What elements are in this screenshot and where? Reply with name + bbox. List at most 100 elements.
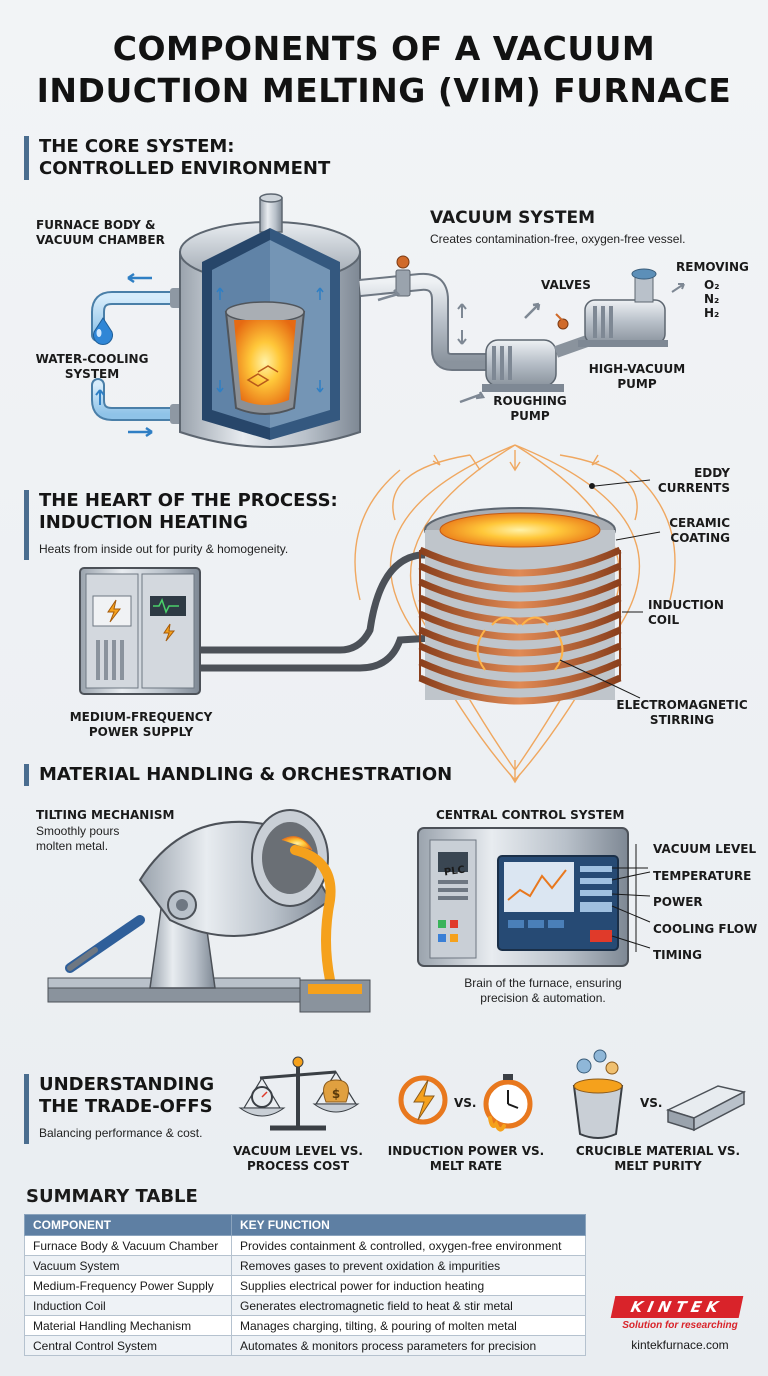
lightning-bolt-icon bbox=[107, 599, 176, 642]
heart-heading-line-1: THE HEART OF THE PROCESS: bbox=[39, 490, 338, 511]
induction-coil-label: INDUCTION COIL bbox=[648, 598, 724, 628]
table-cell: Supplies electrical power for induction … bbox=[231, 1275, 586, 1296]
roughing-pump-label-line-2: PUMP bbox=[510, 409, 550, 423]
induction-coil-label-line-2: COIL bbox=[648, 613, 680, 627]
tradeoffs-section-heading: UNDERSTANDING THE TRADE-OFFS Balancing p… bbox=[24, 1074, 214, 1144]
control-desc: Brain of the furnace, ensuring precision… bbox=[430, 976, 656, 1006]
handling-section-heading: MATERIAL HANDLING & ORCHESTRATION bbox=[24, 764, 452, 786]
title-line-1: COMPONENTS OF A VACUUM bbox=[112, 29, 656, 68]
kintek-logo: KINTEK bbox=[610, 1296, 744, 1318]
brand-tagline: Solution for researching bbox=[622, 1320, 738, 1331]
table-cell: Medium-Frequency Power Supply bbox=[24, 1275, 232, 1296]
summary-table-title: SUMMARY TABLE bbox=[26, 1186, 198, 1207]
table-row: Medium-Frequency Power Supply Supplies e… bbox=[24, 1275, 586, 1296]
control-desc-line-2: precision & automation. bbox=[480, 991, 606, 1005]
table-row: Furnace Body & Vacuum Chamber Provides c… bbox=[24, 1235, 586, 1256]
power-supply-cabinet bbox=[79, 567, 201, 695]
tradeoffs-desc: Balancing performance & cost. bbox=[39, 1126, 203, 1140]
power-cables bbox=[200, 551, 433, 672]
tilting-mechanism-title: TILTING MECHANISM bbox=[36, 808, 175, 822]
core-section-heading: THE CORE SYSTEM: CONTROLLED ENVIRONMENT bbox=[24, 136, 330, 180]
high-vacuum-pump-label-line-1: HIGH-VACUUM bbox=[588, 362, 686, 376]
control-item-cooling-flow: COOLING FLOW bbox=[653, 921, 758, 936]
power-supply-label-line-2: POWER SUPPLY bbox=[88, 725, 194, 739]
high-vacuum-pump-label: HIGH-VACUUM PUMP bbox=[582, 362, 692, 392]
tradeoff-1-line-1: VACUUM LEVEL VS. bbox=[233, 1144, 363, 1158]
metal-ingot-icon bbox=[665, 1085, 747, 1132]
vacuum-system-desc: Creates contamination-free, oxygen-free … bbox=[430, 232, 686, 246]
table-cell: Provides containment & controlled, oxyge… bbox=[231, 1235, 586, 1256]
gas-n2: N₂ bbox=[704, 292, 720, 306]
high-vacuum-pump-label-line-2: PUMP bbox=[617, 377, 657, 391]
vacuum-system-title: VACUUM SYSTEM bbox=[430, 208, 596, 228]
tilt-desc-line-1: Smoothly pours bbox=[36, 824, 120, 838]
roughing-pump-label: ROUGHING PUMP bbox=[480, 394, 580, 424]
roughing-pump-illustration bbox=[482, 334, 592, 392]
central-control-title: CENTRAL CONTROL SYSTEM bbox=[436, 808, 625, 822]
table-cell: Furnace Body & Vacuum Chamber bbox=[24, 1235, 232, 1256]
furnace-body-label-line-2: VACUUM CHAMBER bbox=[36, 233, 165, 247]
power-supply-label-line-1: MEDIUM-FREQUENCY bbox=[69, 710, 213, 724]
furnace-body-label-line-1: FURNACE BODY & bbox=[36, 218, 156, 232]
tradeoff-3-line-1: CRUCIBLE MATERIAL VS. bbox=[575, 1144, 741, 1158]
table-cell: Removes gases to prevent oxidation & imp… bbox=[231, 1255, 586, 1276]
tilt-desc-line-2: molten metal. bbox=[36, 839, 109, 853]
title-line-2: INDUCTION MELTING (VIM) FURNACE bbox=[36, 71, 732, 110]
table-cell: Generates electromagnetic field to heat … bbox=[231, 1295, 586, 1316]
control-item-temperature: TEMPERATURE bbox=[653, 868, 752, 883]
balance-scale-icon: $ bbox=[238, 1056, 360, 1131]
table-cell: Central Control System bbox=[24, 1335, 232, 1356]
induction-section-heading: THE HEART OF THE PROCESS: INDUCTION HEAT… bbox=[24, 490, 338, 560]
table-header-component: COMPONENT bbox=[24, 1214, 232, 1236]
control-parameter-list: VACUUM LEVEL TEMPERATURE POWER COOLING F… bbox=[653, 836, 757, 969]
tradeoff-item-2: INDUCTION POWER VS. MELT RATE bbox=[382, 1144, 550, 1174]
induction-desc: Heats from inside out for purity & homog… bbox=[39, 542, 289, 556]
table-cell: Manages charging, tilting, & pouring of … bbox=[231, 1315, 586, 1336]
stopwatch-icon bbox=[483, 1074, 533, 1132]
gas-o2: O₂ bbox=[704, 278, 720, 292]
furnace-body-illustration bbox=[179, 193, 361, 448]
water-cooling-label-line-2: SYSTEM bbox=[64, 367, 120, 381]
stirring-label-line-1: ELECTROMAGNETIC bbox=[616, 698, 748, 712]
water-cooling-pipes bbox=[91, 272, 187, 438]
table-header-key-function: KEY FUNCTION bbox=[231, 1214, 586, 1236]
tradeoff-item-1: VACUUM LEVEL VS. PROCESS COST bbox=[226, 1144, 370, 1174]
control-desc-line-1: Brain of the furnace, ensuring bbox=[464, 976, 622, 990]
ceramic-coating-label: CERAMIC COATING bbox=[664, 516, 730, 546]
ceramic-coating-label-line-1: CERAMIC bbox=[669, 516, 730, 530]
tradeoff-3-line-2: MELT PURITY bbox=[614, 1159, 702, 1173]
table-cell: Material Handling Mechanism bbox=[24, 1315, 232, 1336]
control-panel-illustration bbox=[417, 827, 651, 967]
tradeoff-item-3: CRUCIBLE MATERIAL VS. MELT PURITY bbox=[560, 1144, 756, 1174]
vs-label-1: VS. bbox=[454, 1096, 477, 1110]
plc-label: PLC bbox=[443, 864, 466, 879]
control-item-timing: TIMING bbox=[653, 948, 702, 962]
table-row: Induction Coil Generates electromagnetic… bbox=[24, 1295, 586, 1316]
brand-url-link[interactable]: kintekfurnace.com bbox=[631, 1338, 729, 1352]
water-cooling-label: WATER-COOLING SYSTEM bbox=[30, 352, 154, 382]
stirring-label-line-2: STIRRING bbox=[649, 713, 715, 727]
removing-label: REMOVING bbox=[676, 260, 749, 274]
induction-coil-illustration bbox=[418, 479, 661, 705]
table-row: Central Control System Automates & monit… bbox=[24, 1335, 586, 1356]
lightning-circle-icon bbox=[398, 1075, 448, 1125]
tilting-furnace-illustration bbox=[47, 809, 371, 1013]
table-cell: Vacuum System bbox=[24, 1255, 232, 1276]
tradeoffs-heading-line-1: UNDERSTANDING bbox=[39, 1074, 215, 1095]
valves-label: VALVES bbox=[541, 278, 591, 292]
crucible-icon bbox=[572, 1049, 624, 1139]
eddy-currents-label-line-1: EDDY bbox=[694, 466, 730, 480]
core-heading-line-1: THE CORE SYSTEM: bbox=[39, 136, 235, 157]
induction-coil-label-line-1: INDUCTION bbox=[648, 598, 724, 612]
water-droplet-icon bbox=[93, 317, 113, 345]
table-row: Vacuum System Removes gases to prevent o… bbox=[24, 1255, 586, 1276]
tilting-mechanism-desc: Smoothly pours molten metal. bbox=[36, 824, 119, 854]
roughing-pump-label-line-1: ROUGHING bbox=[493, 394, 567, 408]
furnace-body-label: FURNACE BODY & VACUUM CHAMBER bbox=[36, 218, 165, 248]
page-title: COMPONENTS OF A VACUUM INDUCTION MELTING… bbox=[0, 28, 768, 112]
table-cell: Automates & monitors process parameters … bbox=[231, 1335, 586, 1356]
vs-label-2: VS. bbox=[640, 1096, 663, 1110]
control-item-power: POWER bbox=[653, 895, 703, 909]
table-header-row: COMPONENT KEY FUNCTION bbox=[24, 1214, 586, 1236]
heart-heading-line-2: INDUCTION HEATING bbox=[39, 512, 248, 533]
